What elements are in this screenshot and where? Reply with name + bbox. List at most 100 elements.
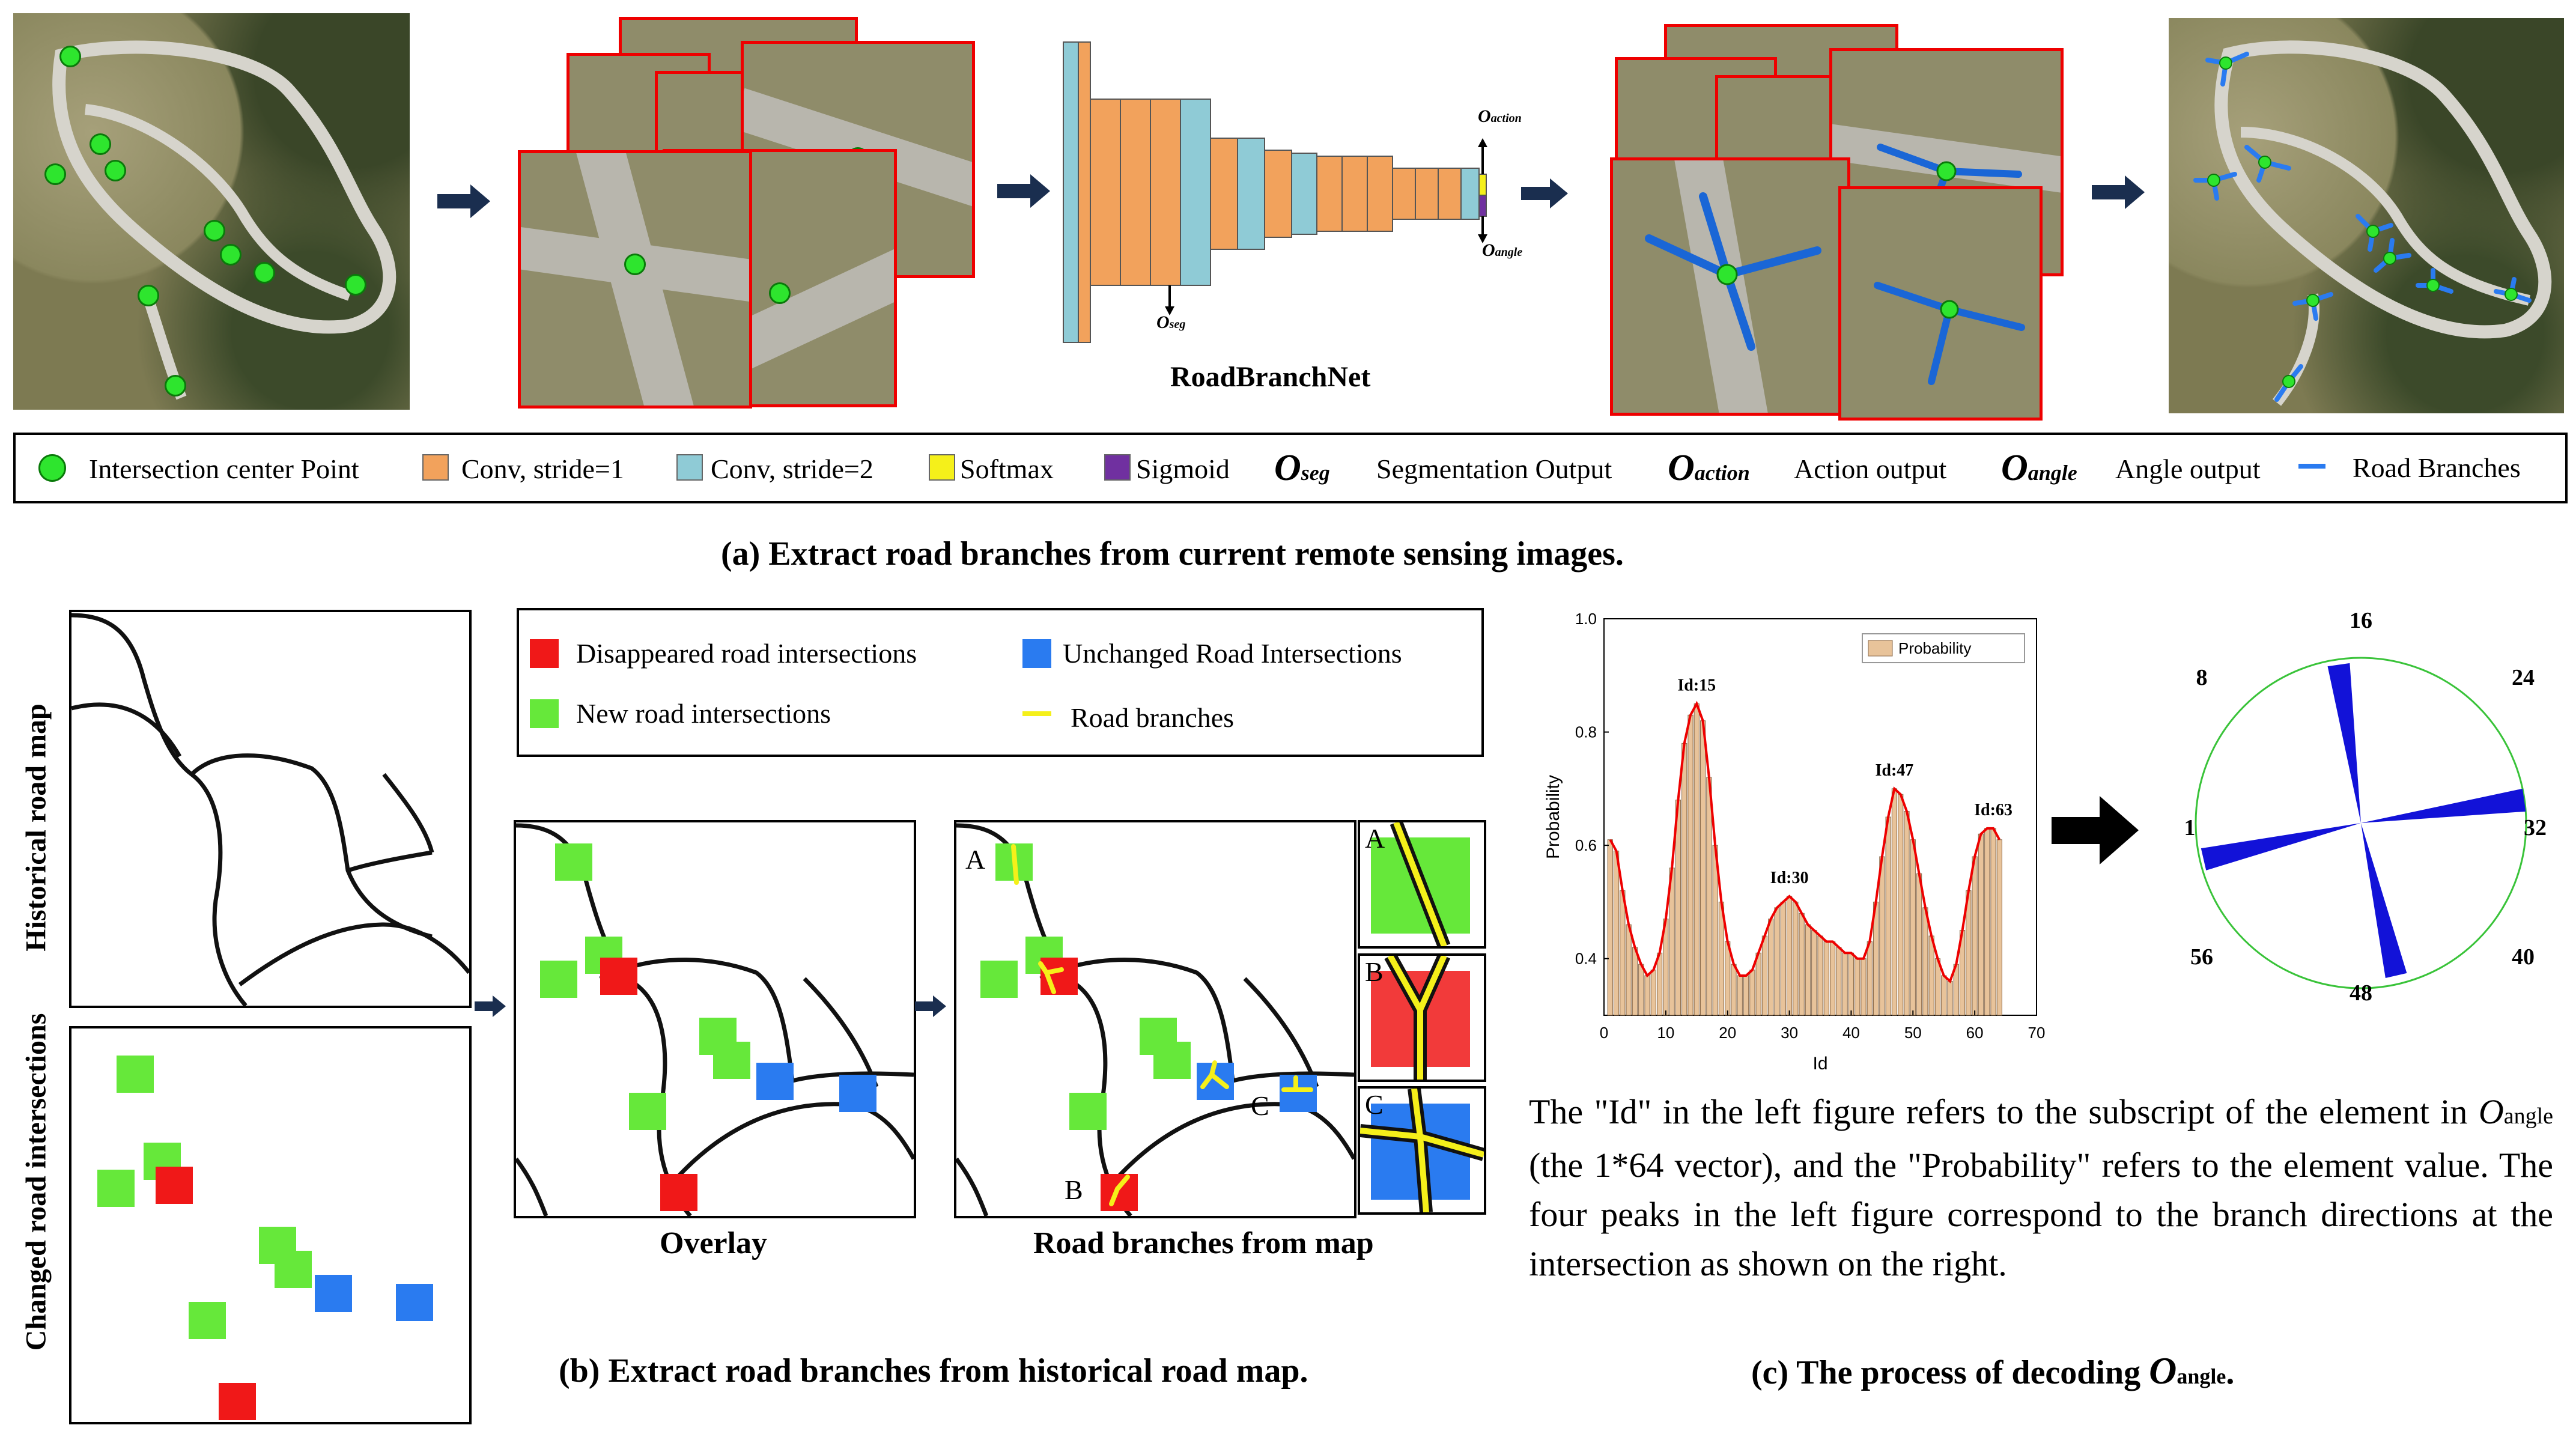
bar — [1922, 907, 1928, 1016]
bar — [1620, 890, 1626, 1016]
direction-wedge — [2201, 823, 2361, 870]
x-tick-label: 70 — [2028, 1024, 2046, 1042]
intersection-point — [254, 262, 275, 284]
bar — [1644, 975, 1650, 1016]
bar — [1687, 714, 1694, 1016]
bar — [1910, 839, 1916, 1016]
bar — [1774, 907, 1780, 1016]
polar-label: 8 — [2196, 665, 2208, 690]
bar — [1934, 958, 1941, 1016]
disappeared-intersection — [156, 1167, 193, 1204]
changed-intersections-label: Changed road intersections — [20, 1013, 52, 1351]
intersection-point — [59, 46, 81, 67]
bar — [1829, 941, 1836, 1016]
y-axis-label: Probability — [1543, 775, 1563, 859]
legend-swatch-square — [422, 454, 449, 481]
bar — [1984, 828, 1990, 1016]
arrow-icon — [2092, 175, 2145, 209]
peak-label: Id:15 — [1677, 676, 1716, 694]
bar — [1885, 816, 1891, 1016]
polar-label: 32 — [2524, 815, 2547, 840]
bar — [1694, 703, 1700, 1016]
bar — [1898, 794, 1904, 1016]
bar — [1823, 941, 1829, 1016]
bar — [1700, 720, 1706, 1016]
intersection-point — [44, 163, 66, 185]
legend-label: Road Branches — [2353, 452, 2521, 483]
legend-label: Disappeared road intersections — [576, 638, 917, 669]
new-intersection — [1153, 1042, 1191, 1079]
unchanged-intersection — [839, 1075, 876, 1112]
bar — [1725, 941, 1731, 1016]
intersection-point — [165, 375, 186, 396]
unchanged-intersection — [315, 1275, 352, 1312]
peak-label: Id:63 — [1974, 801, 2012, 819]
legend-swatch-square — [676, 454, 703, 481]
legend-label: Conv, stride=1 — [461, 454, 624, 484]
arrow-icon — [1521, 178, 1568, 208]
image-patch — [1610, 157, 1850, 416]
caption-a: (a) Extract road branches from current r… — [721, 535, 1624, 573]
new-intersection — [555, 843, 592, 881]
legend-label: Action output — [1794, 454, 1947, 484]
bar — [1650, 970, 1656, 1016]
bar — [1755, 952, 1761, 1016]
image-patch — [518, 150, 752, 409]
y-tick-label: 1.0 — [1575, 610, 1597, 628]
point-label-c: C — [1251, 1090, 1269, 1121]
intersection-point — [138, 285, 159, 306]
road-branches-title: Road branches from map — [1033, 1226, 1374, 1260]
arrow-icon — [437, 184, 490, 218]
legend-swatch-square — [530, 639, 559, 668]
intersection-point — [105, 160, 126, 181]
intersection-point — [345, 274, 366, 296]
bar — [1916, 873, 1922, 1016]
bar — [1656, 952, 1663, 1016]
bar — [1996, 839, 2002, 1016]
bar — [1731, 964, 1737, 1016]
bar — [1737, 975, 1743, 1016]
y-tick-label: 0.4 — [1575, 950, 1597, 968]
polar-label: 24 — [2512, 665, 2535, 690]
overlay-title: Overlay — [660, 1226, 768, 1260]
legend-swatch-dot — [38, 454, 66, 482]
intersection-point — [220, 244, 242, 266]
road-branches-map: A B C — [954, 820, 1356, 1218]
legend-swatch-line — [2298, 464, 2325, 469]
zoom-box-a: A — [1358, 820, 1486, 949]
polar-circle — [2195, 657, 2527, 989]
yellow-branch-overlay — [1011, 844, 1313, 1206]
new-intersection — [117, 1056, 154, 1093]
legend-symbol: Oseg — [1274, 448, 1330, 488]
arrow-icon — [997, 174, 1050, 208]
bar — [1793, 901, 1799, 1016]
x-tick-label: 20 — [1719, 1024, 1736, 1042]
legend-swatch-square — [1104, 454, 1131, 481]
roadbranchnet-diagram — [1063, 41, 1487, 343]
series-line — [1609, 700, 2001, 983]
point-label-b: B — [1065, 1174, 1083, 1205]
bar — [1855, 958, 1861, 1016]
new-intersection — [189, 1302, 226, 1339]
bar — [1805, 924, 1811, 1016]
bar — [1743, 975, 1749, 1016]
legend-swatch-square — [530, 699, 559, 728]
legend-panel-b: Disappeared road intersections Unchanged… — [517, 608, 1484, 757]
bar — [1706, 777, 1712, 1016]
bar — [1607, 839, 1613, 1016]
bar — [1867, 941, 1873, 1016]
o-seg-label: Oseg — [1156, 312, 1186, 332]
unchanged-intersection — [756, 1063, 794, 1100]
caption-c: (c) The process of decoding Oangle. — [1751, 1349, 2235, 1392]
y-tick-label: 0.6 — [1575, 836, 1597, 854]
legend-swatch-line — [1022, 711, 1051, 716]
bar — [1632, 947, 1638, 1016]
bar — [1928, 935, 1934, 1016]
intersection-point — [204, 220, 225, 242]
legend-label: Intersection center Point — [89, 454, 359, 484]
disappeared-intersection — [600, 958, 637, 995]
o-angle-label: Oangle — [1482, 240, 1523, 260]
changed-intersections-map — [69, 1026, 472, 1424]
x-tick-label: 0 — [1600, 1024, 1608, 1042]
